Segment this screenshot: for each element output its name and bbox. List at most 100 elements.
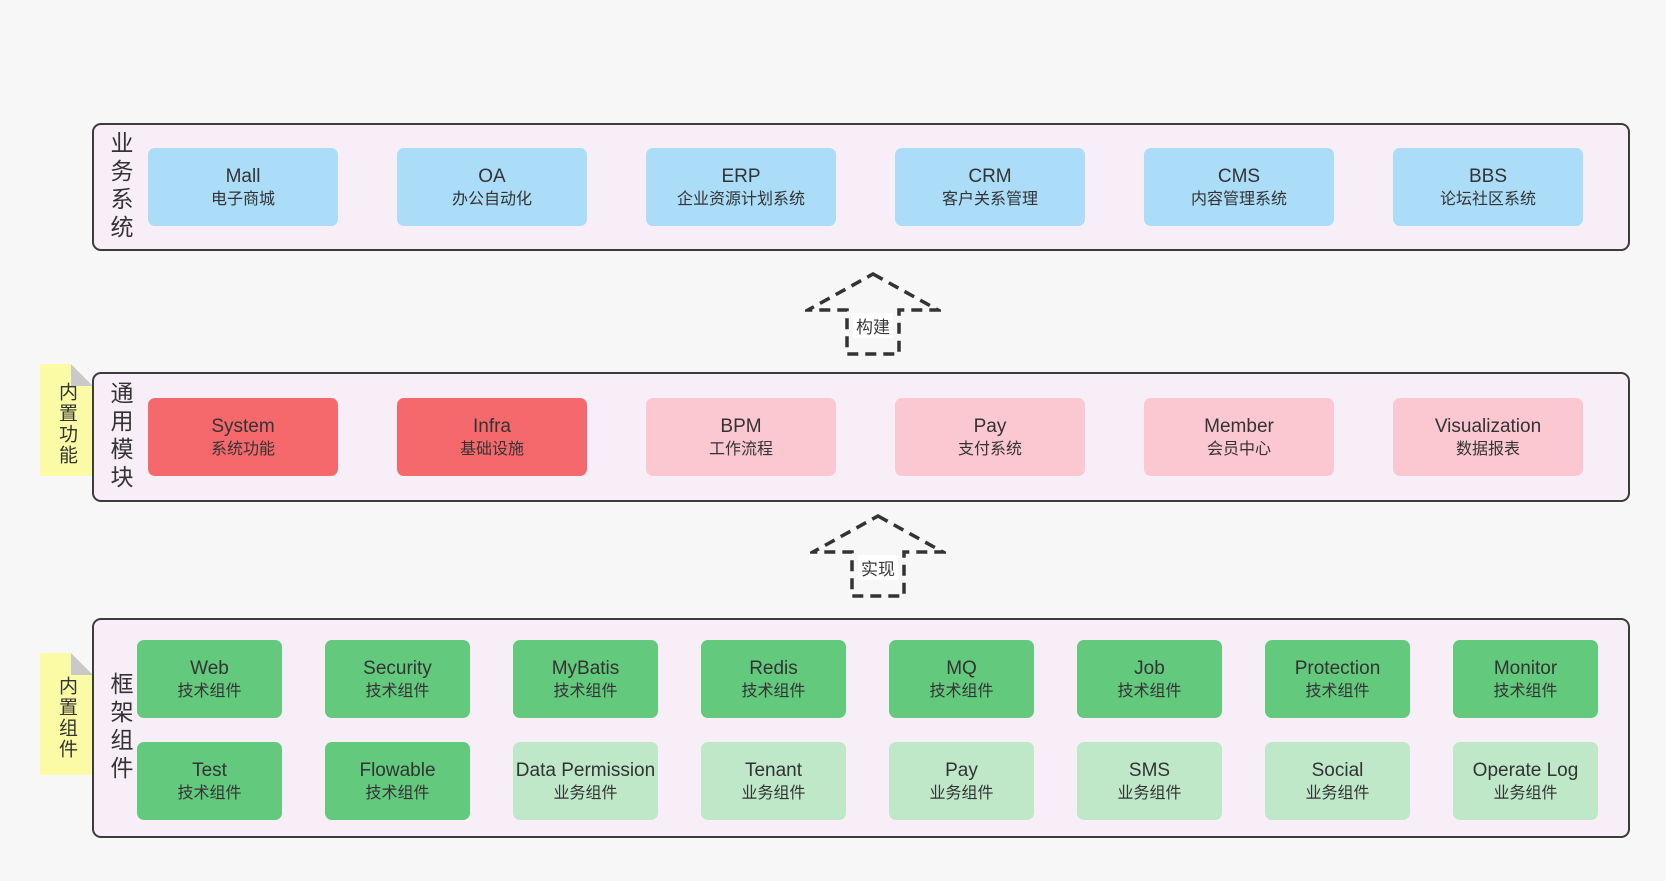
component-box-title: Data Permission — [515, 759, 656, 781]
layer-label-framework-components: 框架组件 — [107, 672, 133, 784]
component-box-title: ERP — [721, 165, 761, 187]
component-box-title: Redis — [749, 657, 798, 679]
common-modules-row: System 系统功能 Infra 基础设施 BPM 工作流程 Pay 支付系统… — [94, 398, 1628, 476]
component-box-subtitle: 技术组件 — [177, 682, 242, 700]
component-box-title: Job — [1134, 657, 1165, 679]
component-box-subtitle: 会员中心 — [1206, 440, 1271, 458]
component-box: Monitor 技术组件 — [1453, 640, 1598, 718]
component-box: Protection 技术组件 — [1265, 640, 1410, 718]
component-box-subtitle: 数据报表 — [1455, 440, 1520, 458]
component-box: CMS 内容管理系统 — [1144, 148, 1334, 226]
component-box-subtitle: 电子商城 — [210, 190, 275, 208]
component-box-subtitle: 技术组件 — [365, 682, 430, 700]
component-box-title: Social — [1311, 759, 1364, 781]
component-box: Redis 技术组件 — [701, 640, 846, 718]
component-box-title: SMS — [1128, 759, 1171, 781]
component-box-title: Tenant — [744, 759, 803, 781]
component-box-subtitle: 企业资源计划系统 — [676, 190, 805, 208]
component-box-subtitle: 工作流程 — [708, 440, 773, 458]
component-box: CRM 客户关系管理 — [895, 148, 1085, 226]
component-box: Job 技术组件 — [1077, 640, 1222, 718]
component-box-title: BBS — [1468, 165, 1508, 187]
component-box-title: Pay — [973, 415, 1007, 437]
component-box: Security 技术组件 — [325, 640, 470, 718]
component-box-subtitle: 技术组件 — [1117, 682, 1182, 700]
component-box: ERP 企业资源计划系统 — [646, 148, 836, 226]
component-box: Data Permission 业务组件 — [513, 742, 658, 820]
layer-framework-components: 框架组件 Web 技术组件 Security 技术组件 MyBatis 技术组件… — [92, 618, 1630, 838]
component-box-subtitle: 办公自动化 — [451, 190, 532, 208]
component-box: Tenant 业务组件 — [701, 742, 846, 820]
component-box: Visualization 数据报表 — [1393, 398, 1583, 476]
component-box-title: Protection — [1294, 657, 1381, 679]
component-box-title: Web — [190, 657, 229, 679]
layer-common-modules: 通用模块 System 系统功能 Infra 基础设施 BPM 工作流程 Pay… — [92, 372, 1630, 502]
arrow-build: 构建 — [805, 270, 941, 358]
component-box-subtitle: 基础设施 — [459, 440, 524, 458]
note-builtin-features: 内置功能 — [40, 364, 93, 476]
component-box-subtitle: 技术组件 — [553, 682, 618, 700]
component-box-subtitle: 技术组件 — [1493, 682, 1558, 700]
component-box-subtitle: 内容管理系统 — [1190, 190, 1287, 208]
component-box: OA 办公自动化 — [397, 148, 587, 226]
component-box-title: System — [211, 415, 275, 437]
component-box: Mall 电子商城 — [148, 148, 338, 226]
component-box-subtitle: 业务组件 — [929, 784, 994, 802]
layer-business-systems: 业务系统 Mall 电子商城 OA 办公自动化 ERP 企业资源计划系统 CRM… — [92, 123, 1630, 251]
component-box: BBS 论坛社区系统 — [1393, 148, 1583, 226]
component-box-subtitle: 技术组件 — [929, 682, 994, 700]
component-box-title: Security — [363, 657, 432, 679]
component-box-subtitle: 业务组件 — [553, 784, 618, 802]
layer-label-business-systems: 业务系统 — [107, 131, 133, 243]
component-box-subtitle: 技术组件 — [177, 784, 242, 802]
component-box: Member 会员中心 — [1144, 398, 1334, 476]
component-box: Infra 基础设施 — [397, 398, 587, 476]
component-box-title: Flowable — [359, 759, 436, 781]
component-box-title: Member — [1204, 415, 1274, 437]
note-builtin-features-text: 内置功能 — [56, 382, 77, 466]
framework-components-rows: Web 技术组件 Security 技术组件 MyBatis 技术组件 Redi… — [94, 640, 1628, 820]
dashed-up-arrow-icon — [810, 513, 946, 598]
component-box-title: MyBatis — [551, 657, 620, 679]
component-box-title: BPM — [720, 415, 762, 437]
component-box: Social 业务组件 — [1265, 742, 1410, 820]
component-box-title: Pay — [945, 759, 978, 781]
component-box-subtitle: 业务组件 — [741, 784, 806, 802]
component-box-subtitle: 论坛社区系统 — [1439, 190, 1536, 208]
component-box: Pay 业务组件 — [889, 742, 1034, 820]
framework-row-2: Test 技术组件 Flowable 技术组件 Data Permission … — [137, 742, 1598, 820]
component-box: Test 技术组件 — [137, 742, 282, 820]
component-box-subtitle: 技术组件 — [1305, 682, 1370, 700]
framework-row-1: Web 技术组件 Security 技术组件 MyBatis 技术组件 Redi… — [137, 640, 1598, 718]
component-box: Pay 支付系统 — [895, 398, 1085, 476]
dashed-up-arrow-icon — [805, 271, 941, 356]
layer-label-common-modules: 通用模块 — [107, 381, 133, 493]
component-box-title: Operate Log — [1472, 759, 1579, 781]
note-builtin-components: 内置组件 — [40, 653, 93, 775]
component-box: MQ 技术组件 — [889, 640, 1034, 718]
component-box-subtitle: 技术组件 — [741, 682, 806, 700]
folded-corner-icon — [71, 653, 93, 675]
folded-corner-icon — [71, 364, 93, 386]
component-box: System 系统功能 — [148, 398, 338, 476]
component-box-title: MQ — [946, 657, 977, 679]
component-box-subtitle: 系统功能 — [210, 440, 275, 458]
component-box-title: CMS — [1217, 165, 1261, 187]
component-box: MyBatis 技术组件 — [513, 640, 658, 718]
arrow-implement: 实现 — [810, 512, 946, 600]
component-box-subtitle: 技术组件 — [365, 784, 430, 802]
component-box: SMS 业务组件 — [1077, 742, 1222, 820]
note-builtin-components-text: 内置组件 — [56, 676, 77, 760]
arrow-implement-label: 实现 — [858, 555, 898, 580]
component-box-title: Test — [192, 759, 227, 781]
component-box-subtitle: 支付系统 — [957, 440, 1022, 458]
component-box: Operate Log 业务组件 — [1453, 742, 1598, 820]
component-box: Flowable 技术组件 — [325, 742, 470, 820]
component-box-title: OA — [478, 165, 506, 187]
component-box-subtitle: 业务组件 — [1305, 784, 1370, 802]
arrow-build-label: 构建 — [853, 313, 893, 338]
component-box-title: Mall — [225, 165, 261, 187]
component-box-title: Monitor — [1493, 657, 1558, 679]
component-box-subtitle: 业务组件 — [1493, 784, 1558, 802]
